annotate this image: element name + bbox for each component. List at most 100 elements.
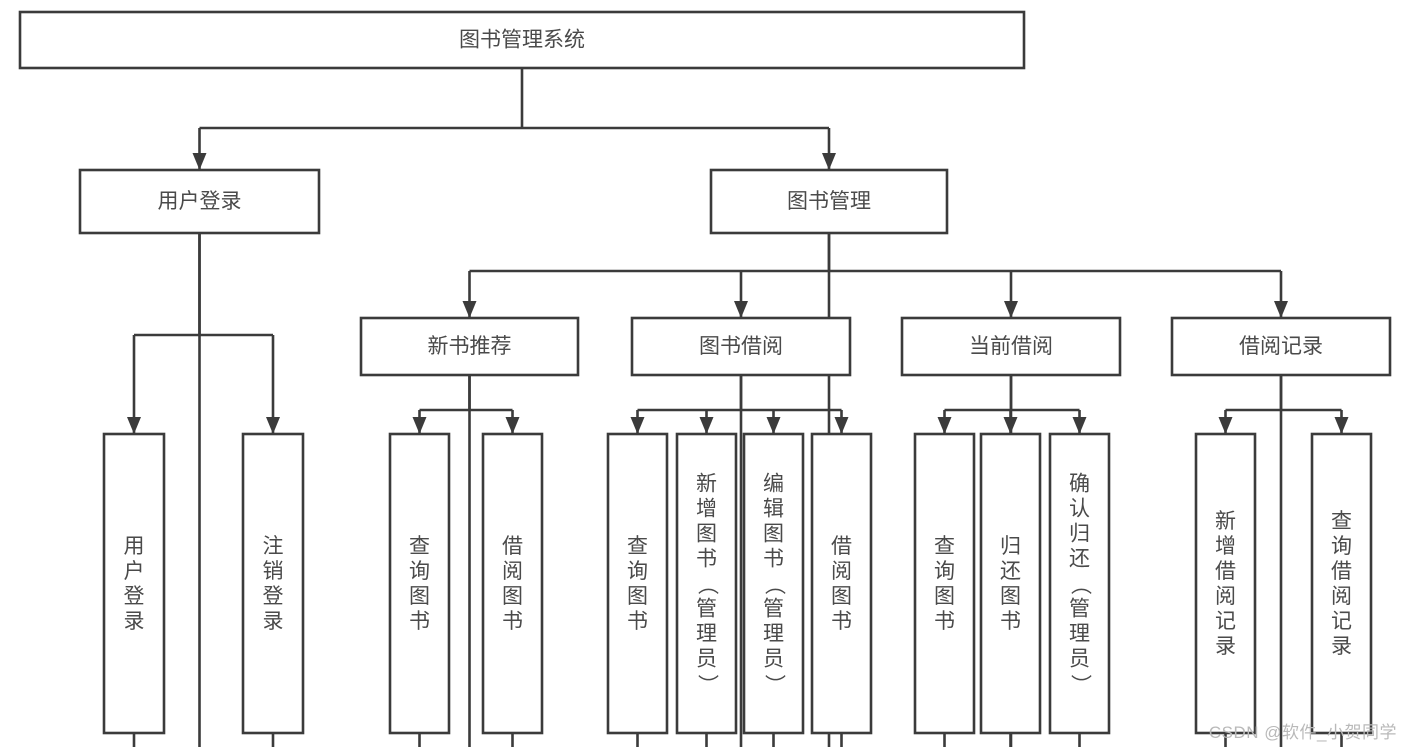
connector-layer	[127, 68, 1349, 747]
node-label-leaf-edit-book-admin: ）	[763, 674, 786, 695]
node-label-leaf-add-borrow-record: 记	[1215, 610, 1236, 633]
node-box-leaf-user-login	[102, 432, 166, 735]
node-label-leaf-user-login: 录	[124, 610, 145, 633]
node-borrow-record[interactable]: 借阅记录	[1170, 316, 1392, 377]
borrow-record-to-leaves-arrow-1	[1334, 417, 1349, 434]
node-label-leaf-add-book-admin: 增	[696, 498, 717, 521]
node-box-user-login	[78, 168, 321, 235]
node-book-borrow[interactable]: 图书借阅	[630, 316, 852, 377]
node-book-manage[interactable]: 图书管理	[709, 168, 949, 235]
new-book-recommend-to-leaves-arrow-1	[505, 417, 520, 434]
book-borrow-to-leaves-arrow-3	[834, 417, 849, 434]
node-box-leaf-edit-book-admin	[742, 432, 805, 735]
node-label-book-manage: 图书管理	[787, 190, 871, 213]
node-label-leaf-add-borrow-record: 录	[1215, 635, 1236, 658]
node-user-login[interactable]: 用户登录	[78, 168, 321, 235]
node-label-leaf-query-book-2: 书	[627, 610, 648, 633]
node-label-leaf-edit-book-admin: 员	[763, 648, 784, 671]
node-box-leaf-borrow-book-2	[810, 432, 873, 735]
userlogin-to-leaves-arrow-1	[266, 417, 280, 434]
node-label-leaf-confirm-return-admin: 归	[1069, 523, 1090, 546]
node-box-leaf-query-borrow-record	[1310, 432, 1373, 735]
node-label-leaf-confirm-return-admin: 认	[1069, 498, 1090, 521]
node-label-leaf-edit-book-admin: （	[763, 574, 786, 595]
node-leaf-user-login[interactable]: 用户登录	[102, 432, 166, 735]
node-label-leaf-query-book-2: 查	[627, 535, 648, 558]
node-label-leaf-add-borrow-record: 借	[1215, 560, 1236, 583]
root-to-level1-arrow-0	[192, 153, 207, 170]
node-box-current-borrow	[900, 316, 1122, 377]
current-borrow-to-leaves-arrow-2	[1072, 417, 1087, 434]
node-box-book-manage	[709, 168, 949, 235]
node-layer: 图书管理系统用户登录图书管理新书推荐图书借阅当前借阅借阅记录用户登录注销登录查询…	[18, 10, 1392, 735]
node-label-leaf-add-book-admin: 书	[696, 548, 717, 571]
node-label-leaf-add-book-admin: （	[696, 574, 719, 595]
node-label-leaf-borrow-book-1: 书	[502, 610, 523, 633]
node-label-leaf-borrow-book-2: 阅	[831, 560, 852, 583]
bookmanage-to-level2-arrow-0	[462, 301, 477, 318]
node-label-leaf-query-book-3: 图	[934, 585, 955, 608]
node-label-leaf-confirm-return-admin: 确	[1069, 473, 1090, 496]
node-label-leaf-logout-login: 注	[263, 535, 284, 558]
node-label-leaf-query-book-2: 图	[627, 585, 648, 608]
node-label-leaf-borrow-book-1: 图	[502, 585, 523, 608]
node-label-leaf-add-borrow-record: 增	[1215, 535, 1236, 558]
node-label-leaf-confirm-return-admin: 管	[1069, 598, 1090, 621]
node-label-user-login: 用户登录	[158, 190, 242, 213]
node-label-new-book-recommend: 新书推荐	[428, 335, 512, 358]
node-label-leaf-user-login: 登	[124, 585, 145, 608]
node-label-leaf-add-borrow-record: 阅	[1215, 585, 1236, 608]
node-label-leaf-user-login: 用	[124, 535, 145, 558]
node-box-leaf-logout-login	[241, 432, 305, 735]
current-borrow-to-leaves-arrow-1	[1003, 417, 1018, 434]
node-label-leaf-add-book-admin: ）	[696, 674, 719, 695]
node-label-leaf-query-borrow-record: 录	[1331, 635, 1352, 658]
node-label-leaf-add-borrow-record: 新	[1215, 510, 1236, 533]
node-label-leaf-confirm-return-admin: ）	[1069, 674, 1092, 695]
node-label-leaf-edit-book-admin: 书	[763, 548, 784, 571]
node-label-leaf-add-book-admin: 理	[696, 623, 717, 646]
node-label-leaf-add-book-admin: 图	[696, 523, 717, 546]
csdn-watermark: CSDN @软件_小贺同学	[1208, 723, 1397, 742]
node-label-leaf-confirm-return-admin: 员	[1069, 648, 1090, 671]
node-box-leaf-query-book-2	[606, 432, 669, 735]
node-label-leaf-borrow-book-1: 借	[502, 535, 523, 558]
node-label-leaf-edit-book-admin: 理	[763, 623, 784, 646]
node-current-borrow[interactable]: 当前借阅	[900, 316, 1122, 377]
node-label-leaf-borrow-book-2: 图	[831, 585, 852, 608]
node-label-leaf-logout-login: 登	[263, 585, 284, 608]
node-label-leaf-edit-book-admin: 辑	[763, 498, 784, 521]
node-label-leaf-user-login: 户	[124, 560, 145, 583]
current-borrow-to-leaves-arrow-0	[937, 417, 952, 434]
node-label-leaf-logout-login: 录	[263, 610, 284, 633]
node-root[interactable]: 图书管理系统	[18, 10, 1026, 70]
node-label-leaf-return-book: 归	[1000, 535, 1021, 558]
node-label-leaf-confirm-return-admin: 理	[1069, 623, 1090, 646]
node-label-leaf-query-borrow-record: 借	[1331, 560, 1352, 583]
node-label-leaf-return-book: 书	[1000, 610, 1021, 633]
node-new-book-recommend[interactable]: 新书推荐	[359, 316, 580, 377]
node-label-leaf-add-book-admin: 员	[696, 648, 717, 671]
node-box-new-book-recommend	[359, 316, 580, 377]
new-book-recommend-to-leaves-arrow-0	[412, 417, 427, 434]
userlogin-to-leaves-arrow-0	[127, 417, 141, 434]
node-label-leaf-query-book-1: 查	[409, 535, 430, 558]
node-label-leaf-query-borrow-record: 询	[1331, 535, 1352, 558]
node-label-current-borrow: 当前借阅	[969, 335, 1053, 358]
node-label-leaf-confirm-return-admin: 还	[1069, 548, 1090, 571]
node-label-root: 图书管理系统	[459, 29, 585, 52]
root-to-level1-arrow-1	[822, 153, 836, 170]
node-label-leaf-query-borrow-record: 查	[1331, 510, 1352, 533]
